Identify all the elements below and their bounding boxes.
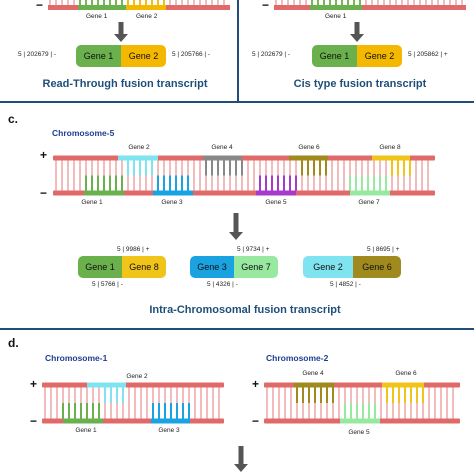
fusion3-coord-bottom: 5 | 4852 | - [330, 281, 361, 288]
chromosome-1-label: Chromosome-1 [45, 353, 108, 363]
c-gene6-label: Gene 6 [298, 144, 320, 151]
d2-gene5-label: Gene 5 [348, 429, 370, 436]
top-right-strand [274, 5, 466, 10]
top-left-gene2-box: Gene 2 [121, 45, 166, 67]
panel-d-label: d. [8, 336, 19, 350]
chromosome-2-gene-segment [294, 382, 334, 388]
chromosome-5-gene-segment [256, 190, 296, 196]
chromosome-5-label: Chromosome-5 [52, 128, 115, 138]
plus-strand-sign-c: + [40, 148, 48, 162]
panel-divider-middle [0, 328, 474, 330]
top-left-coord-left: 5 | 202679 | - [18, 51, 57, 58]
panel-d-arrow-shaft [238, 446, 244, 465]
d2-gene6-label: Gene 6 [395, 370, 417, 377]
minus-strand-sign-c: − [40, 186, 48, 200]
chromosome-2-gene-segment [340, 418, 380, 424]
fusion3-gene6-box: Gene 6 [353, 256, 401, 278]
fusion2-gene7-box: Gene 7 [234, 256, 278, 278]
c-gene2-label: Gene 2 [128, 144, 150, 151]
panel-c-arrow-head [229, 232, 243, 240]
c-gene4-label: Gene 4 [211, 144, 233, 151]
cis-type-caption: Cis type fusion transcript [293, 78, 427, 90]
panel-divider-vertical [237, 0, 239, 102]
d1-gene1-label: Gene 1 [75, 427, 97, 434]
fusion2-gene3-box: Gene 3 [190, 256, 234, 278]
plus-strand-sign-d2: + [252, 377, 260, 391]
top-right-coord-left: 5 | 202679 | - [252, 51, 291, 58]
top-right-gene1-box: Gene 1 [312, 45, 357, 67]
fusion2-coord-bottom: 5 | 4326 | - [207, 281, 238, 288]
chromosome-5-gene-segment [289, 155, 328, 161]
top-left-gene2-segment [126, 5, 166, 10]
c-gene7-label: Gene 7 [358, 199, 380, 206]
top-left-arrow-shaft [118, 22, 124, 35]
fusion1-coord-top: 5 | 9986 | + [117, 246, 150, 253]
minus-strand-sign-right: − [262, 0, 270, 12]
top-left-gene1-segment [78, 5, 126, 10]
chromosome-5-gene-segment [84, 190, 124, 196]
fusion1-coord-bottom: 5 | 5766 | - [92, 281, 123, 288]
top-left-coord-right: 5 | 205766 | - [172, 51, 211, 58]
intra-chromosomal-caption: Intra-Chromosomal fusion transcript [149, 304, 341, 316]
chromosome-1-gene-segment [87, 382, 126, 388]
top-left-arrow-head [114, 34, 128, 42]
chromosome-5-gene-segment [203, 155, 242, 161]
top-right-arrow-head [350, 34, 364, 42]
top-right-coord-right: 5 | 205862 | + [408, 51, 448, 58]
d1-gene3-label: Gene 3 [158, 427, 180, 434]
chromosome-5-gene-segment [153, 190, 193, 196]
top-left-gene1-box: Gene 1 [76, 45, 121, 67]
minus-strand-sign: − [36, 0, 44, 12]
plus-strand-sign-d1: + [30, 377, 38, 391]
c-gene5-label: Gene 5 [265, 199, 287, 206]
read-through-caption: Read-Through fusion transcript [42, 78, 208, 90]
panel-divider-top [0, 101, 474, 103]
top-left-gene2-label: Gene 2 [136, 13, 158, 20]
top-right-arrow-shaft [354, 22, 360, 35]
top-right-gene1-label: Gene 1 [325, 13, 347, 20]
chromosome-1-gene-segment [63, 418, 103, 424]
panel-d-arrow-head [234, 464, 248, 472]
c-gene3-label: Gene 3 [161, 199, 183, 206]
top-right-gene1-segment [310, 5, 362, 10]
chromosome-5-gene-segment [372, 155, 410, 161]
chromosome-1-plus-strand [42, 382, 224, 388]
minus-strand-sign-d2: − [252, 414, 260, 428]
chromosome-2-gene-segment [382, 382, 424, 388]
c-gene1-label: Gene 1 [81, 199, 103, 206]
chromosome-5-gene-segment [118, 155, 158, 161]
fusion2-coord-top: 5 | 9734 | + [237, 246, 270, 253]
chromosome-5-gene-segment [350, 190, 390, 196]
panel-c-label: c. [8, 112, 19, 126]
fusion1-gene8-box: Gene 8 [122, 256, 166, 278]
minus-strand-sign-d1: − [30, 414, 38, 428]
c-gene8-label: Gene 8 [379, 144, 401, 151]
chromosome-1-gene-segment [151, 418, 190, 424]
fusion3-gene2-box: Gene 2 [303, 256, 353, 278]
fusion1-gene1-box: Gene 1 [78, 256, 122, 278]
top-left-gene1-label: Gene 1 [86, 13, 108, 20]
panel-c-arrow-shaft [233, 213, 239, 233]
chromosome-2-label: Chromosome-2 [266, 353, 329, 363]
top-right-gene2-box: Gene 2 [357, 45, 402, 67]
fusion3-coord-top: 5 | 8695 | + [367, 246, 400, 253]
d1-gene2-label: Gene 2 [126, 373, 148, 380]
d2-gene4-label: Gene 4 [302, 370, 324, 377]
chromosome-2-plus-strand [264, 382, 460, 388]
chromosome-5-minus-strand [53, 190, 435, 196]
